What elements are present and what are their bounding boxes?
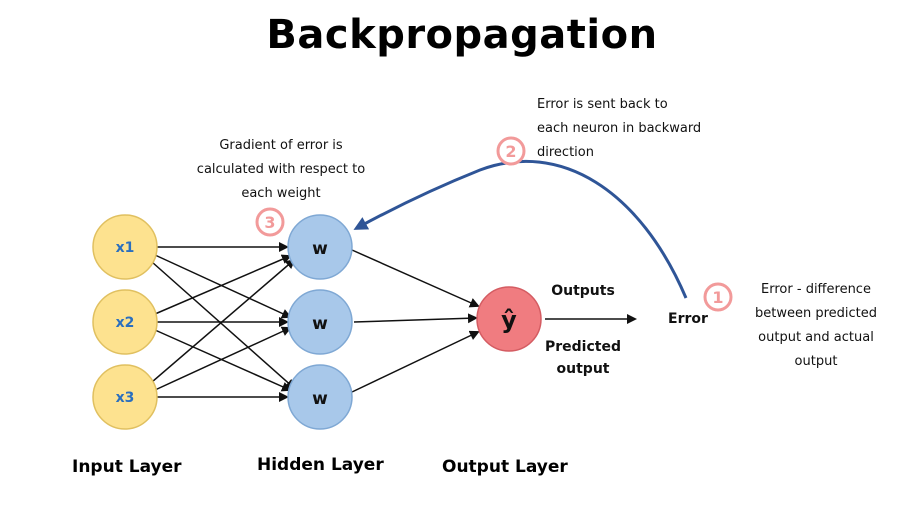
step-1-note-line: Error - difference bbox=[761, 282, 871, 297]
step-2-note-line: each neuron in backward bbox=[537, 121, 702, 136]
step-1-note-line: between predicted bbox=[754, 306, 877, 321]
step-1-note-line: output bbox=[794, 354, 838, 369]
step-badge-3: 3 bbox=[255, 207, 285, 237]
step-badge-1: 1 bbox=[703, 282, 733, 312]
input-layer-label: Input Layer bbox=[72, 457, 182, 477]
step-3-note-line: calculated with respect to bbox=[196, 162, 366, 177]
hidden-layer-nodes: w w w bbox=[287, 214, 353, 430]
outputs-label: Outputs bbox=[551, 283, 615, 299]
hidden-node-2-label: w bbox=[312, 314, 328, 334]
step-3-note-line: Gradient of error is bbox=[219, 138, 343, 153]
input-node-x1-label: x1 bbox=[116, 240, 135, 256]
hidden-layer-label: Hidden Layer bbox=[257, 455, 384, 475]
input-node-x2-label: x2 bbox=[116, 315, 135, 331]
error-label: Error bbox=[668, 311, 708, 327]
input-node-x3 bbox=[92, 364, 158, 430]
predicted-output-line: Predicted bbox=[545, 339, 621, 355]
hidden-node-1-label: w bbox=[312, 239, 328, 259]
step-2-note-line: Error is sent back to bbox=[537, 97, 668, 112]
input-hidden-connections bbox=[151, 242, 296, 402]
step-badge-2: 2 bbox=[496, 136, 526, 166]
hidden-node-2 bbox=[287, 289, 353, 355]
step-1-note: Error - difference between predicted out… bbox=[736, 278, 896, 374]
edge-h3-out bbox=[351, 330, 480, 393]
output-node-label: ŷ bbox=[501, 306, 517, 334]
diagram-title: Backpropagation bbox=[266, 12, 658, 58]
edge-h2-out bbox=[353, 313, 478, 324]
step-badge-1-number: 1 bbox=[712, 288, 723, 307]
edge-x2-h1 bbox=[154, 254, 292, 315]
backpropagation-arrow bbox=[353, 160, 688, 299]
predicted-output-label: Predicted output bbox=[540, 336, 626, 380]
hidden-node-3-label: w bbox=[312, 389, 328, 409]
edge-x1-h2 bbox=[154, 254, 292, 319]
step-3-note: Gradient of error is calculated with res… bbox=[186, 134, 376, 206]
step-badge-2-number: 2 bbox=[505, 142, 516, 161]
step-2-note-line: direction bbox=[537, 145, 594, 160]
edge-x1-h3 bbox=[151, 261, 296, 390]
output-node bbox=[476, 286, 542, 352]
predicted-output-line: output bbox=[556, 361, 610, 377]
step-badge-3-number: 3 bbox=[264, 213, 275, 232]
output-layer-label: Output Layer bbox=[442, 457, 568, 477]
edge-x2-h3 bbox=[154, 329, 292, 392]
edge-x3-h2 bbox=[154, 326, 292, 391]
edge-x3-h1 bbox=[151, 258, 296, 383]
input-node-x2 bbox=[92, 289, 158, 355]
input-node-x3-label: x3 bbox=[116, 390, 135, 406]
step-1-note-line: output and actual bbox=[758, 330, 874, 345]
hidden-node-1 bbox=[287, 214, 353, 280]
step-3-note-line: each weight bbox=[241, 186, 321, 201]
input-node-x1 bbox=[92, 214, 158, 280]
step-2-note: Error is sent back to each neuron in bac… bbox=[537, 93, 727, 165]
hidden-output-connections bbox=[351, 249, 480, 393]
edge-h1-out bbox=[351, 249, 480, 308]
input-layer-nodes: x1 x2 x3 bbox=[92, 214, 158, 430]
hidden-node-3 bbox=[287, 364, 353, 430]
